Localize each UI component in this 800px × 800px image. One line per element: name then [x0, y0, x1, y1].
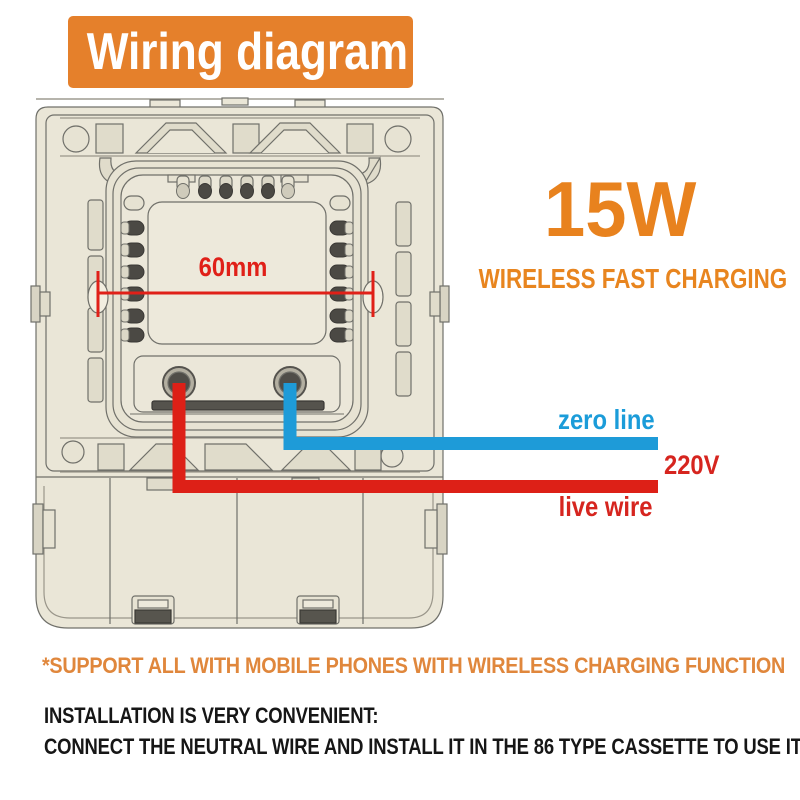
dimension-label: 60mm: [198, 252, 268, 282]
headline-subtitle: WIRELESS FAST CHARGING: [478, 263, 788, 294]
top-vents: [60, 117, 420, 157]
power-rating: 15W: [543, 165, 697, 253]
live-wire-wire: [172, 383, 658, 493]
dimension-line: [96, 271, 375, 317]
zero-line-wire: [283, 383, 658, 450]
bottom-plate: [32, 477, 448, 625]
install-note-1: INSTALLATION IS VERY CONVENIENT:: [44, 703, 379, 728]
install-note-2: CONNECT THE NEUTRAL WIRE AND INSTALL IT …: [44, 734, 800, 759]
page-title: Wiring diagram: [86, 23, 409, 81]
zero-line-label: zero line: [558, 404, 655, 435]
title-banner: Wiring diagram: [68, 16, 413, 88]
live-wire-label: live wire: [559, 491, 653, 522]
footnote-support: *SUPPORT ALL WITH MOBILE PHONES WITH WIR…: [42, 653, 786, 678]
charging-module: [105, 160, 369, 438]
voltage-label: 220V: [664, 450, 720, 480]
device-body: [30, 97, 450, 629]
